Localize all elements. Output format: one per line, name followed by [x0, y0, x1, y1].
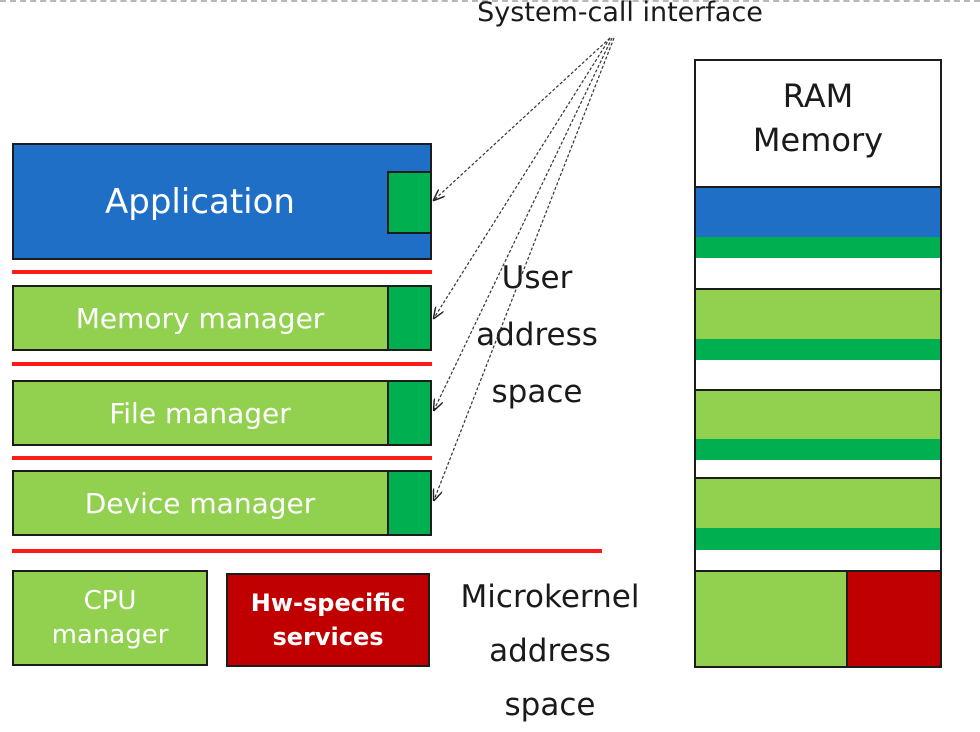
- ram-application-interface-segment: [696, 237, 940, 258]
- ram-file-manager-interface-segment: [696, 439, 940, 460]
- memory-manager-box: [12, 285, 432, 351]
- separator-line-3: [12, 456, 432, 460]
- ram-memory-manager-segment: [696, 288, 940, 339]
- ram-hw-services-segment: [848, 570, 940, 666]
- ram-file-manager-segment: [696, 389, 940, 439]
- ram-memory-label: RAM Memory: [752, 77, 884, 159]
- top-dashed-border: [0, 0, 980, 2]
- microkernel-address-space-label: Microkernel address space: [460, 579, 640, 723]
- ram-application-segment: [696, 186, 940, 237]
- separator-line-2: [12, 362, 432, 366]
- arrow-to-application: [434, 37, 611, 200]
- hw-specific-services-box: Hw-specific services: [226, 573, 430, 667]
- arrow-to-file-manager: [434, 37, 613, 410]
- microkernel-separator-line: [12, 549, 602, 553]
- device-manager-label: Device manager: [84, 486, 316, 520]
- device-manager-box: [12, 470, 432, 536]
- application-label: Application: [105, 181, 295, 222]
- memory-manager-syscall-port: [387, 285, 432, 351]
- ram-device-manager-interface-segment: [696, 528, 940, 550]
- memory-manager-label: Memory manager: [75, 301, 325, 335]
- separator-line-1: [12, 270, 432, 274]
- file-manager-label: File manager: [109, 396, 291, 430]
- device-manager-syscall-port: [387, 470, 432, 536]
- arrow-to-device-manager: [434, 37, 615, 500]
- ram-cpu-manager-segment: [696, 570, 848, 666]
- cpu-manager-label: CPU manager: [51, 586, 169, 650]
- arrow-to-memory-manager: [434, 37, 611, 318]
- ram-device-manager-segment: [696, 477, 940, 528]
- user-address-space-label: User address space: [476, 260, 598, 410]
- hw-specific-services-label: Hw-specific services: [250, 589, 406, 651]
- ram-memory-manager-interface-segment: [696, 339, 940, 360]
- system-call-interface-title: System-call interface: [477, 0, 763, 28]
- application-box: [12, 143, 432, 260]
- file-manager-syscall-port: [387, 380, 432, 446]
- application-syscall-port: [387, 171, 432, 234]
- cpu-manager-box: CPU manager: [12, 570, 208, 666]
- file-manager-box: [12, 380, 432, 446]
- ram-memory-column: [694, 59, 942, 668]
